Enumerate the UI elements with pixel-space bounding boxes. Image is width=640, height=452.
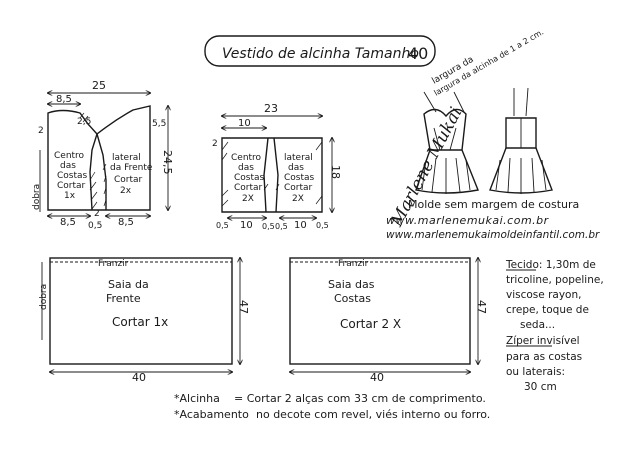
bodice-front-pattern: 25 8,5 2,5 2 5,5 Centro das Costas Corta…: [32, 79, 174, 231]
back-centro-5: 2X: [242, 194, 254, 204]
dim-left-small: 2: [38, 126, 44, 136]
website-1: www.marlenemukai.com.br: [386, 214, 550, 227]
back-lateral-4: Cortar: [284, 183, 313, 193]
dim-back-top: 23: [264, 102, 278, 115]
label-lateral-4: 2x: [120, 186, 132, 196]
fabric-note-3: viscose rayon,: [506, 289, 581, 301]
signature: Marlene Mukai: [386, 104, 466, 231]
dim-back-br: 10: [294, 220, 307, 231]
back-centro-4: Cortar: [234, 183, 263, 193]
footnote-2-text: no decote com revel, viés interno ou for…: [256, 408, 490, 421]
fabric-note-6: Zíper invisível: [506, 335, 580, 347]
skirt-front-height: 47: [237, 300, 250, 314]
strap-note: largura da alcinha de 1 a 2 cm.: [433, 27, 546, 97]
dim-top-width: 25: [92, 79, 106, 92]
fabric-note-7: para as costas: [506, 351, 582, 363]
skirt-front-title-2: Frente: [106, 292, 141, 305]
label-centro-5: 1x: [64, 191, 76, 201]
skirt-back-cut: Cortar 2 X: [340, 317, 401, 331]
back-centro-1: Centro: [231, 153, 262, 163]
label-centro-2: das: [60, 161, 76, 171]
dim-bottom-left: 8,5: [60, 217, 76, 228]
dim-back-br-small: 0,5: [316, 221, 329, 230]
fabric-notes: Tecido: 1,30m de tricoline, popeline, vi…: [505, 259, 604, 393]
dim-back-bm: 0,5: [262, 222, 275, 231]
fabric-note-8: ou laterais:: [506, 366, 565, 378]
footnote-1-text: = Cortar 2 alças com 33 cm de compriment…: [234, 392, 486, 405]
label-centro-1: Centro: [54, 151, 85, 161]
mold-note: Molde sem margem de costura: [408, 198, 579, 211]
skirt-back-pattern: Franzir Saia das Costas Cortar 2 X 47 40: [290, 258, 488, 384]
dim-back-bm2: 0,5: [275, 222, 288, 231]
fold-label: dobra: [32, 184, 42, 210]
fabric-note-2: tricoline, popeline,: [506, 274, 604, 286]
skirt-back-width: 40: [370, 371, 384, 384]
footnote-2-label: *Acabamento: [174, 408, 249, 421]
website-2: www.marlenemukaimoldeinfantil.com.br: [386, 229, 600, 241]
dim-back-bl: 10: [240, 220, 253, 231]
label-centro-4: Cortar: [57, 181, 86, 191]
back-lateral-5: 2X: [292, 194, 304, 204]
label-lateral-2: da Frente: [110, 163, 153, 173]
skirt-back-title-2: Costas: [334, 292, 371, 305]
skirt-front-cut: Cortar 1x: [112, 315, 168, 329]
dim-back-height: 18: [329, 165, 342, 179]
bodice-back-pattern: 23 10 2 Centro das Costas Cortar 2X late…: [212, 102, 342, 231]
skirt-back-height: 47: [475, 300, 488, 314]
skirt-back-title-1: Saia das: [328, 278, 375, 291]
back-lateral-1: lateral: [284, 153, 313, 163]
label-lateral-1: lateral: [112, 153, 141, 163]
back-lateral-3: Costas: [284, 173, 315, 183]
skirt-front-fold: dobra: [39, 284, 49, 310]
footnote-1-label: *Alcinha: [174, 392, 220, 405]
dim-back-bl-small: 0,5: [216, 221, 229, 230]
back-centro-2: das: [238, 163, 254, 173]
page-title: Vestido de alcinha Tamanho: [222, 46, 419, 62]
dim-upper-left: 8,5: [56, 94, 72, 105]
fabric-note-4: crepe, toque de: [506, 304, 589, 316]
label-centro-3: Costas: [57, 171, 88, 181]
back-centro-3: Costas: [234, 173, 265, 183]
dim-bottom-right: 8,5: [118, 217, 134, 228]
dim-right-small: 5,5: [152, 119, 166, 129]
dress-front-illustration: [415, 91, 479, 194]
skirt-back-franzir: Franzir: [338, 259, 369, 269]
size-label: 40: [408, 44, 428, 63]
dim-dart: 2,5: [77, 117, 91, 127]
skirt-front-pattern: Franzir Saia da Frente Cortar 1x dobra 4…: [39, 258, 250, 384]
dim-bottom-mid: 2: [94, 209, 100, 219]
back-lateral-2: das: [288, 163, 304, 173]
fabric-note-5: seda...: [520, 319, 555, 331]
dim-back-left-small: 2: [212, 139, 218, 149]
fabric-note-1: Tecido: 1,30m de: [505, 259, 596, 271]
skirt-front-title-1: Saia da: [108, 278, 149, 291]
skirt-front-width: 40: [132, 371, 146, 384]
label-lateral-3: Cortar: [114, 175, 143, 185]
dim-bottom-small: 0,5: [88, 221, 102, 231]
dim-back-inner: 10: [238, 118, 251, 129]
fabric-note-9: 30 cm: [524, 381, 557, 393]
skirt-front-franzir: Franzir: [98, 259, 129, 269]
dress-back-illustration: [489, 87, 553, 194]
dim-height: 24,5: [161, 150, 174, 175]
title-frame: [204, 35, 436, 67]
